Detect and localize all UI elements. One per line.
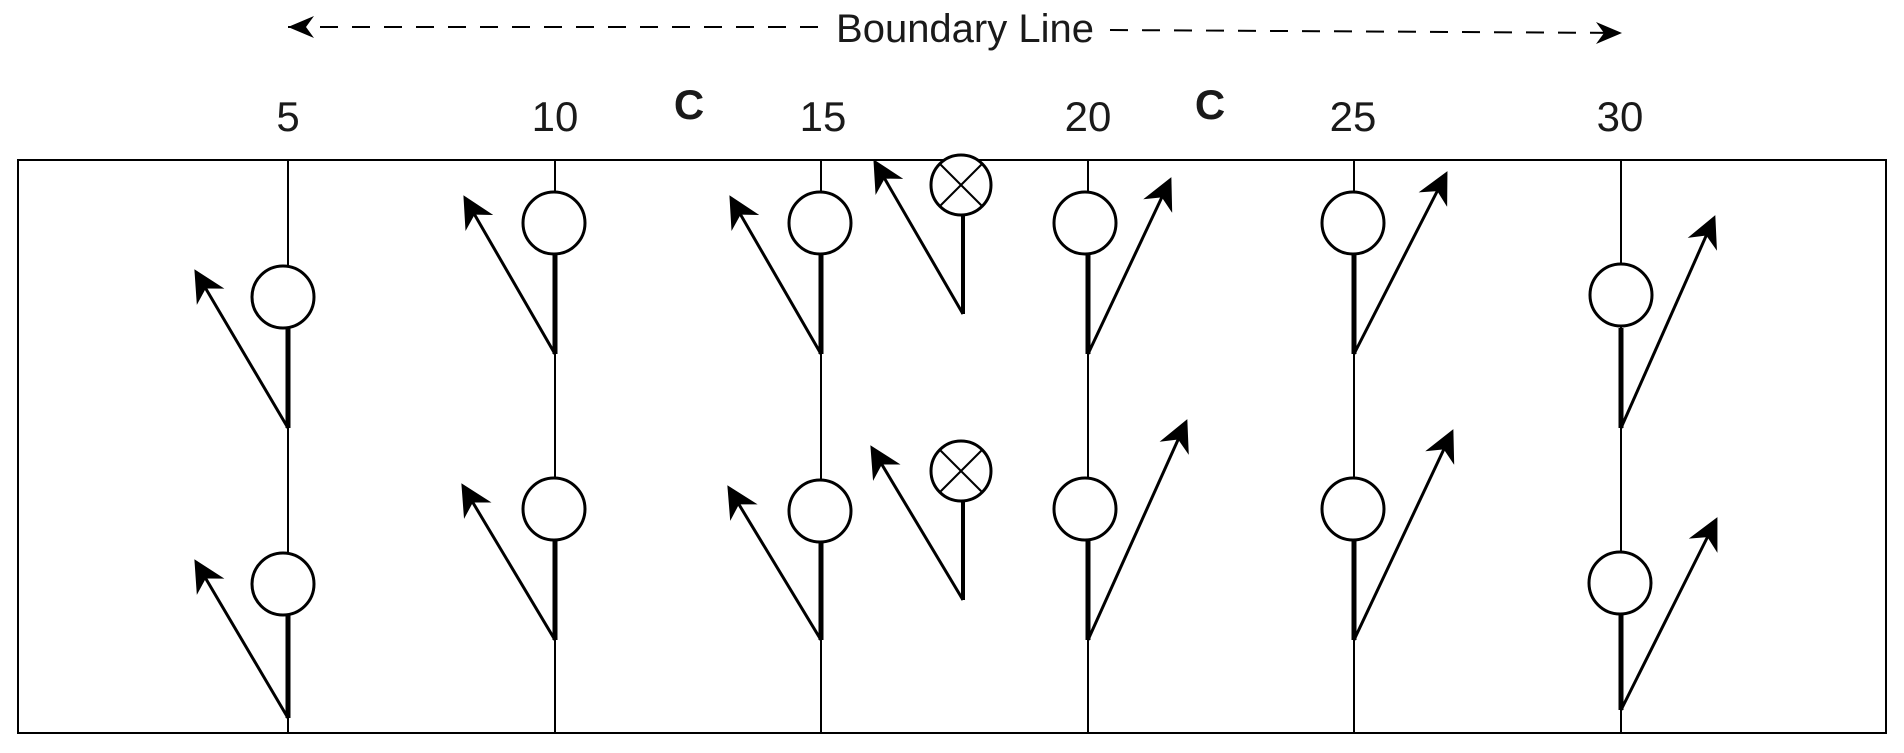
player-group-10-top [463,190,587,355]
route-arrow-icon [873,159,965,315]
defender-bottom [870,439,993,601]
center-label: C [674,81,704,128]
yard-label: 5 [276,93,299,140]
circle-player-icon [250,264,316,330]
player-group-5-top [194,264,316,429]
crossed-circle-icon [929,439,993,503]
route-arrow-icon [727,485,823,641]
circle-player-icon [787,478,853,544]
boundary-line: Boundary Line [288,7,1623,51]
yard-labels: 5 10 15 20 25 30 C C [276,81,1643,140]
circle-player-icon [1052,476,1118,542]
boundary-line-label: Boundary Line [836,7,1094,51]
route-arrow-icon [461,483,557,641]
boundary-left-arrow-icon [288,16,314,38]
route-arrow-icon [1352,171,1448,355]
player-group-25-top [1320,171,1448,355]
yard-label: 30 [1597,93,1644,140]
route-arrow-icon [463,195,557,355]
player-group-15-bottom [727,478,853,641]
circle-player-icon [1320,476,1386,542]
circle-player-icon [250,551,316,617]
circle-player-icon [1587,550,1653,616]
yard-label: 10 [532,93,579,140]
route-arrow-icon [194,559,290,719]
yard-label: 20 [1065,93,1112,140]
player-group-5-bottom [194,551,316,719]
route-arrow-icon [194,269,290,429]
route-arrow-icon [729,195,823,355]
boundary-right-arrow-icon [1596,22,1622,44]
player-group-10-bottom [461,476,587,641]
yard-label: 25 [1330,93,1377,140]
route-arrow-icon [870,445,965,601]
player-group-20-top [1052,177,1173,355]
circle-player-icon [521,476,587,542]
yard-label: 15 [800,93,847,140]
player-group-30-bottom [1587,517,1718,711]
route-arrow-icon [1086,177,1173,355]
player-group-30-top [1588,215,1717,429]
player-group-15-top [729,190,853,355]
circle-player-icon [1588,262,1654,328]
circle-player-icon [787,190,853,256]
player-group-20-bottom [1052,419,1189,641]
route-arrow-icon [1352,429,1455,641]
player-group-25-bottom [1320,429,1455,641]
circle-player-icon [521,190,587,256]
circle-player-icon [1052,190,1118,256]
center-label: C [1195,81,1225,128]
circle-player-icon [1320,190,1386,256]
defender-top [873,153,993,315]
crossed-circle-icon [929,153,993,217]
route-arrow-icon [1619,517,1718,711]
route-arrow-icon [1086,419,1189,641]
route-arrow-icon [1619,215,1717,429]
